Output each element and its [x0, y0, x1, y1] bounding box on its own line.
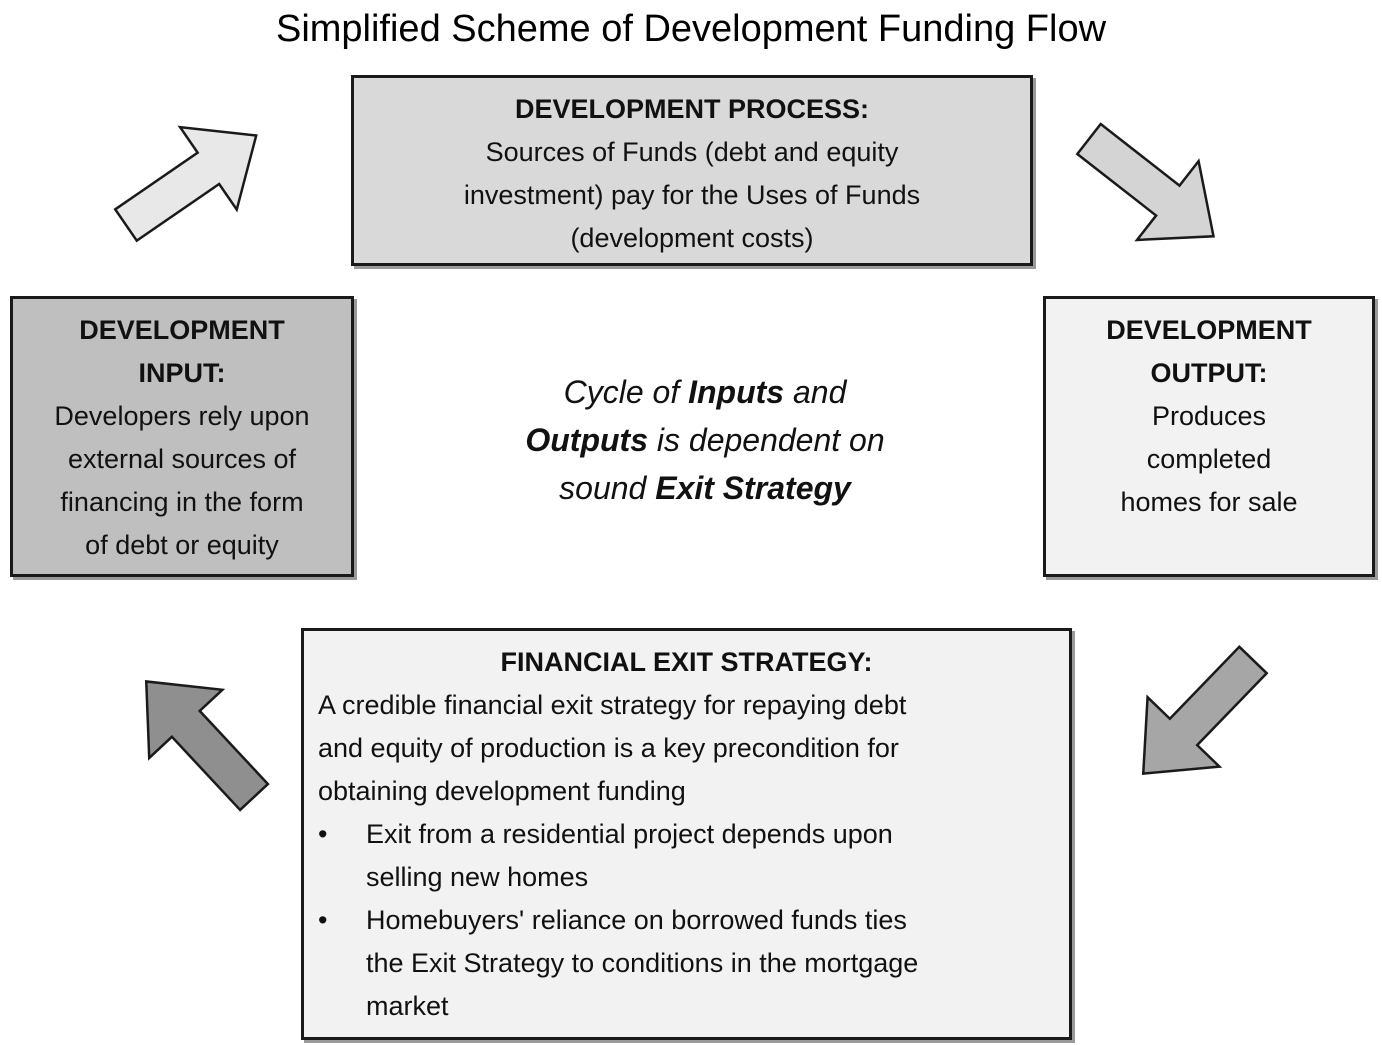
process-line: Sources of Funds (debt and equity — [485, 137, 899, 167]
input-line: external sources of — [67, 444, 297, 474]
development-process-box: DEVELOPMENT PROCESS: Sources of Funds (d… — [351, 75, 1033, 266]
exit-line: obtaining development funding — [318, 776, 686, 806]
input-line: financing in the form — [60, 487, 304, 517]
cycle-caption: Cycle of Inputs and Outputs is dependent… — [455, 368, 955, 512]
exit-line: A credible financial exit strategy for r… — [318, 690, 907, 720]
output-line: Produces — [1151, 401, 1267, 431]
financial-exit-strategy-box: FINANCIAL EXIT STRATEGY: A credible fina… — [301, 628, 1072, 1040]
output-line: homes for sale — [1120, 487, 1298, 517]
input-heading: DEVELOPMENT — [79, 315, 285, 345]
exit-heading: FINANCIAL EXIT STRATEGY: — [500, 647, 873, 677]
input-line: Developers rely upon — [54, 401, 310, 431]
input-line: of debt or equity — [85, 530, 279, 560]
arrow-process-to-output-icon — [1075, 122, 1216, 242]
diagram-title: Simplified Scheme of Development Funding… — [275, 8, 1107, 50]
arrow-input-to-process-icon — [113, 125, 258, 243]
development-output-box: DEVELOPMENT OUTPUT: Produces completed h… — [1043, 296, 1375, 577]
output-heading: DEVELOPMENT — [1106, 315, 1312, 345]
exit-line: and equity of production is a key precon… — [318, 733, 899, 763]
caption-line: Outputs is dependent on — [525, 422, 885, 458]
bullet-icon: • — [318, 819, 328, 849]
bullet-icon: • — [318, 905, 328, 935]
output-heading: OUTPUT: — [1150, 358, 1268, 388]
process-line: investment) pay for the Uses of Funds — [463, 180, 921, 210]
development-input-box: DEVELOPMENT INPUT: Developers rely upon … — [10, 296, 354, 577]
process-heading: DEVELOPMENT PROCESS: — [514, 94, 870, 124]
bullet-item: • Homebuyers' reliance on borrowed funds… — [318, 899, 1069, 1028]
bullet-item: • Exit from a residential project depend… — [318, 813, 1069, 899]
process-line: (development costs) — [570, 223, 814, 253]
output-line: completed — [1146, 444, 1272, 474]
input-heading: INPUT: — [138, 358, 226, 388]
exit-bullet-list: • Exit from a residential project depend… — [304, 813, 1069, 1028]
arrow-output-to-exit-icon — [1141, 645, 1269, 776]
arrow-exit-to-input-icon — [144, 680, 270, 812]
caption-line: Cycle of Inputs and — [563, 374, 847, 410]
caption-line: sound Exit Strategy — [559, 470, 851, 506]
